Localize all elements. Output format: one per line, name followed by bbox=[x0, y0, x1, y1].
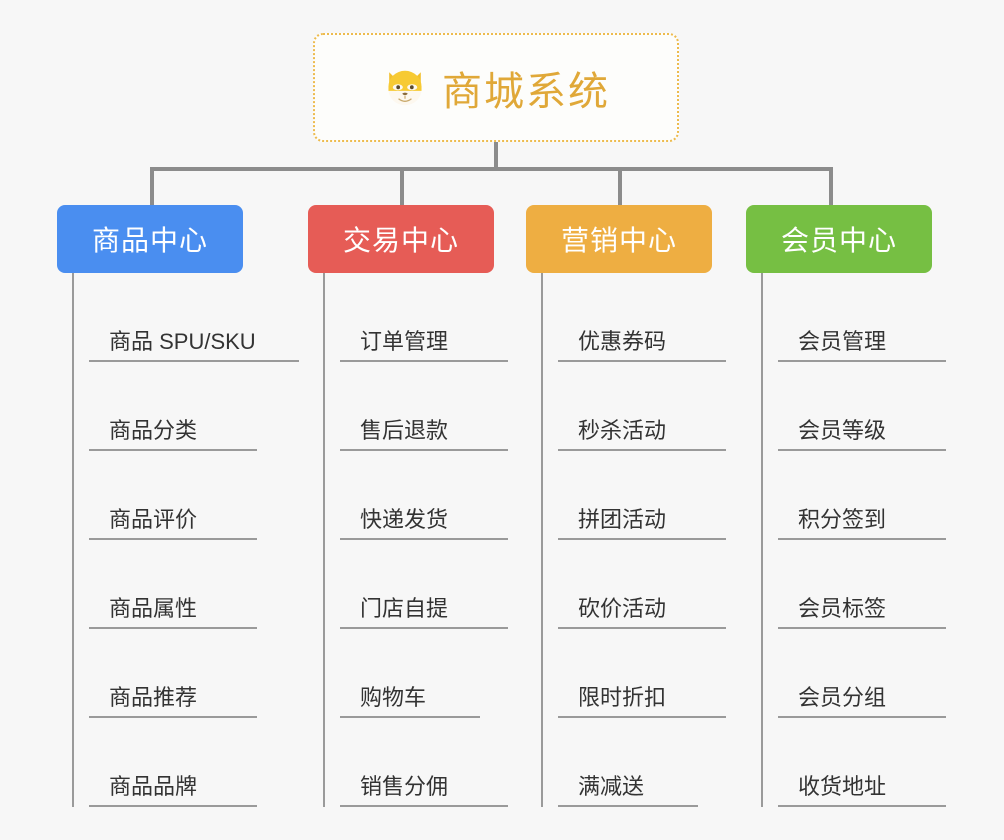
branch-column-3: 营销中心 优惠券码 秒杀活动 拼团活动 砍价活动 限时折扣 满减送 bbox=[526, 205, 746, 807]
category-header-4[interactable]: 会员中心 bbox=[746, 205, 932, 273]
list-item[interactable]: 会员分组 bbox=[778, 629, 946, 718]
category-header-2[interactable]: 交易中心 bbox=[308, 205, 494, 273]
category-header-3-label: 营销中心 bbox=[560, 225, 677, 256]
list-item[interactable]: 订单管理 bbox=[340, 273, 508, 362]
list-item-label: 售后退款 bbox=[360, 417, 449, 443]
list-item-label: 门店自提 bbox=[360, 595, 449, 621]
item-list-3: 优惠券码 秒杀活动 拼团活动 砍价活动 限时折扣 满减送 bbox=[541, 273, 727, 807]
list-item-label: 商品分类 bbox=[109, 417, 198, 443]
list-item-label: 收货地址 bbox=[798, 773, 887, 799]
item-list-4: 会员管理 会员等级 积分签到 会员标签 会员分组 收货地址 bbox=[761, 273, 947, 807]
connector-drop-4 bbox=[829, 167, 833, 205]
list-item-label: 购物车 bbox=[360, 684, 427, 710]
list-item-label: 秒杀活动 bbox=[578, 417, 667, 443]
list-item[interactable]: 购物车 bbox=[340, 629, 480, 718]
list-item-label: 砍价活动 bbox=[578, 595, 667, 621]
list-item[interactable]: 会员等级 bbox=[778, 362, 946, 451]
list-item-label: 限时折扣 bbox=[578, 684, 667, 710]
item-list-1: 商品 SPU/SKU 商品分类 商品评价 商品属性 商品推荐 商品品牌 bbox=[72, 273, 299, 807]
list-item[interactable]: 商品 SPU/SKU bbox=[89, 273, 299, 362]
list-item-label: 优惠券码 bbox=[578, 328, 667, 354]
list-item-label: 商品评价 bbox=[109, 506, 198, 532]
list-item[interactable]: 秒杀活动 bbox=[558, 362, 726, 451]
list-item-label: 会员管理 bbox=[798, 328, 887, 354]
list-item[interactable]: 限时折扣 bbox=[558, 629, 726, 718]
list-item-label: 会员分组 bbox=[798, 684, 887, 710]
list-item[interactable]: 售后退款 bbox=[340, 362, 508, 451]
category-header-3[interactable]: 营销中心 bbox=[526, 205, 712, 273]
list-item[interactable]: 收货地址 bbox=[778, 718, 946, 807]
list-item[interactable]: 快递发货 bbox=[340, 451, 508, 540]
branch-column-2: 交易中心 订单管理 售后退款 快递发货 门店自提 购物车 销售分佣 bbox=[308, 205, 528, 807]
category-header-1-label: 商品中心 bbox=[91, 225, 208, 256]
list-item[interactable]: 会员管理 bbox=[778, 273, 946, 362]
connector-horizontal-bus bbox=[150, 167, 833, 171]
list-item[interactable]: 优惠券码 bbox=[558, 273, 726, 362]
list-item-label: 快递发货 bbox=[360, 506, 449, 532]
list-item[interactable]: 积分签到 bbox=[778, 451, 946, 540]
list-item[interactable]: 商品属性 bbox=[89, 540, 257, 629]
connector-root-stem bbox=[494, 142, 498, 171]
root-title: 商城系统 bbox=[442, 69, 610, 114]
item-list-2: 订单管理 售后退款 快递发货 门店自提 购物车 销售分佣 bbox=[323, 273, 509, 807]
list-item-label: 满减送 bbox=[578, 773, 645, 799]
branch-column-4: 会员中心 会员管理 会员等级 积分签到 会员标签 会员分组 收货地址 bbox=[746, 205, 966, 807]
list-item-label: 积分签到 bbox=[798, 506, 887, 532]
list-item[interactable]: 商品评价 bbox=[89, 451, 257, 540]
category-header-4-label: 会员中心 bbox=[780, 225, 897, 256]
list-item[interactable]: 砍价活动 bbox=[558, 540, 726, 629]
list-item[interactable]: 商品分类 bbox=[89, 362, 257, 451]
root-node[interactable]: 商城系统 bbox=[313, 33, 679, 142]
list-item[interactable]: 销售分佣 bbox=[340, 718, 508, 807]
connector-drop-1 bbox=[150, 167, 154, 205]
list-item-label: 商品属性 bbox=[109, 595, 198, 621]
list-item-label: 会员等级 bbox=[798, 417, 887, 443]
list-item-label: 会员标签 bbox=[798, 595, 887, 621]
list-item[interactable]: 会员标签 bbox=[778, 540, 946, 629]
list-item[interactable]: 拼团活动 bbox=[558, 451, 726, 540]
list-item[interactable]: 门店自提 bbox=[340, 540, 508, 629]
list-item-label: 销售分佣 bbox=[360, 773, 449, 799]
shiba-dog-face-icon bbox=[382, 65, 428, 111]
list-item[interactable]: 商品品牌 bbox=[89, 718, 257, 807]
list-item-label: 商品推荐 bbox=[109, 684, 198, 710]
category-header-2-label: 交易中心 bbox=[342, 225, 459, 256]
connector-drop-3 bbox=[618, 167, 622, 205]
category-header-1[interactable]: 商品中心 bbox=[57, 205, 243, 273]
list-item[interactable]: 商品推荐 bbox=[89, 629, 257, 718]
list-item-label: 拼团活动 bbox=[578, 506, 667, 532]
branch-column-1: 商品中心 商品 SPU/SKU 商品分类 商品评价 商品属性 商品推荐 商品品牌 bbox=[57, 205, 299, 807]
connector-drop-2 bbox=[400, 167, 404, 205]
list-item-label: 订单管理 bbox=[360, 328, 449, 354]
list-item[interactable]: 满减送 bbox=[558, 718, 698, 807]
list-item-label: 商品 SPU/SKU bbox=[109, 328, 256, 354]
list-item-label: 商品品牌 bbox=[109, 773, 198, 799]
